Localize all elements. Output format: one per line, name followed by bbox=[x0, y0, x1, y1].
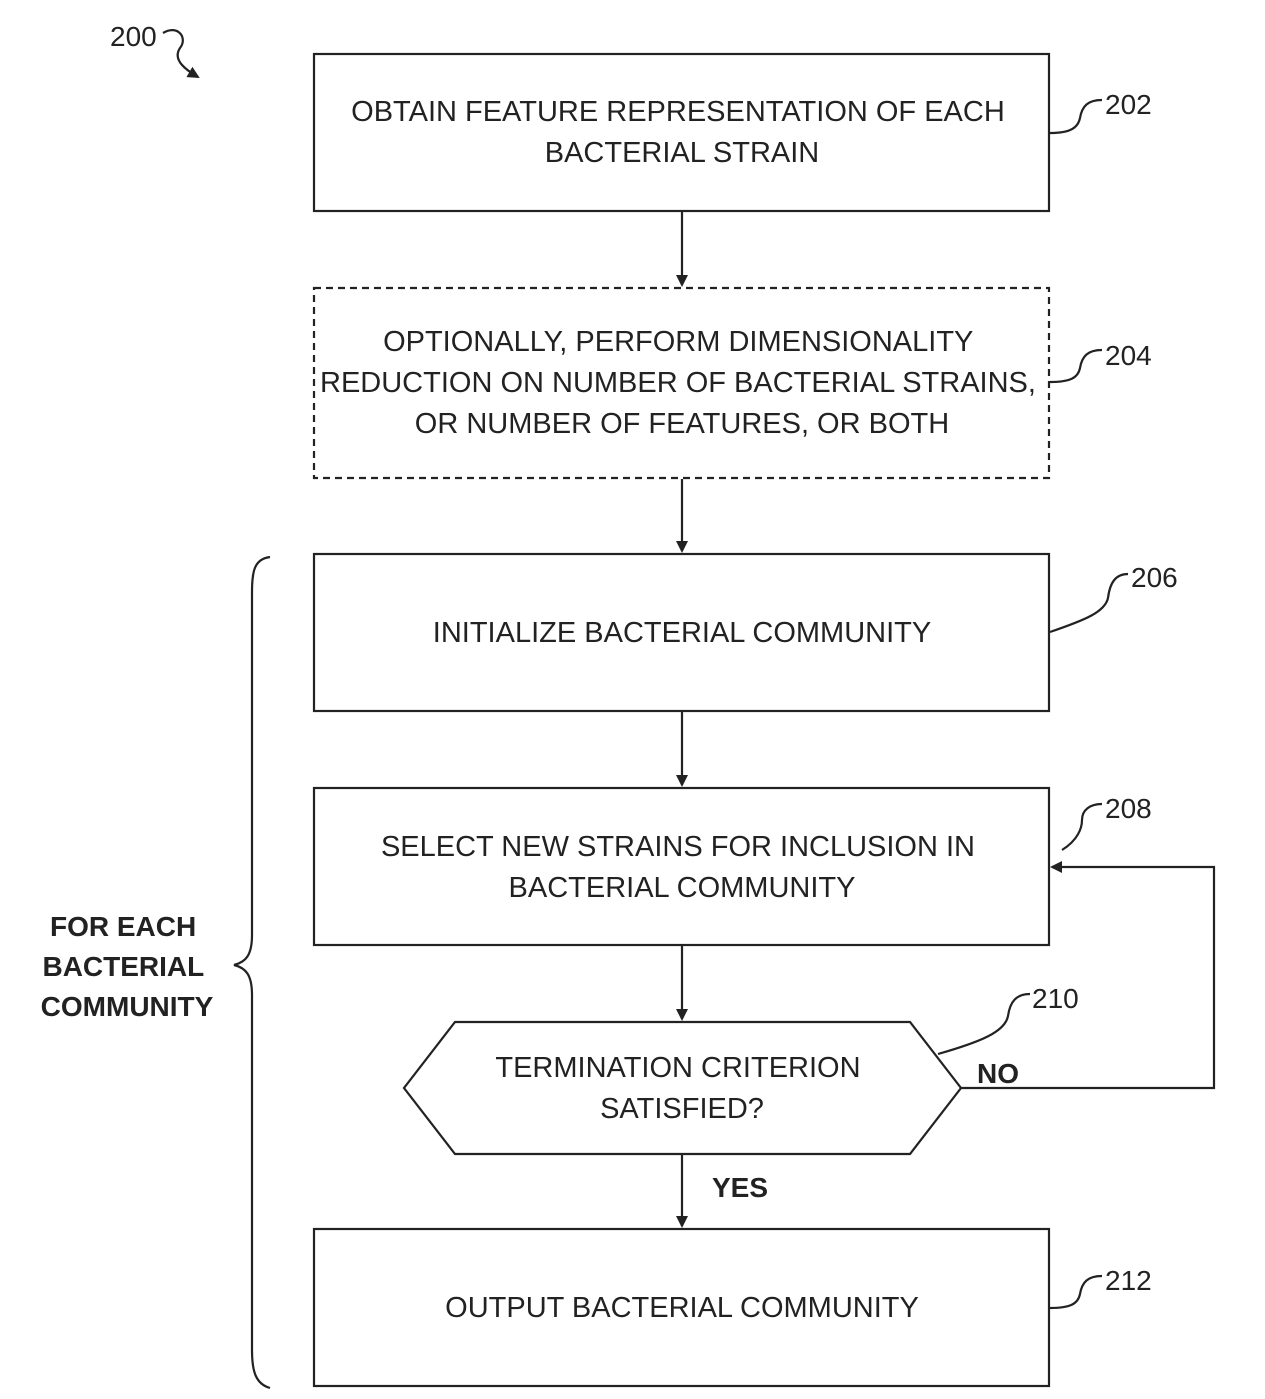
brace-label: FOR EACH BACTERIAL COMMUNITY bbox=[41, 911, 214, 1022]
no-label: NO bbox=[977, 1058, 1019, 1089]
step-202-ref-leader bbox=[1050, 100, 1102, 133]
step-204-ref: 204 bbox=[1105, 340, 1152, 371]
step-208-ref: 208 bbox=[1105, 793, 1152, 824]
step-206-text: INITIALIZE BACTERIAL COMMUNITY bbox=[433, 617, 931, 649]
step-206-ref-leader bbox=[1050, 574, 1128, 632]
figure-ref-squiggle-arrow bbox=[163, 30, 198, 77]
step-204-ref-leader bbox=[1050, 350, 1102, 382]
decision-210-ref-leader bbox=[938, 994, 1030, 1054]
step-212-text: OUTPUT BACTERIAL COMMUNITY bbox=[445, 1292, 919, 1324]
step-208-box bbox=[314, 788, 1049, 945]
step-202-ref: 202 bbox=[1105, 89, 1152, 120]
step-206-ref: 206 bbox=[1131, 562, 1178, 593]
figure-ref-label: 200 bbox=[110, 21, 157, 52]
step-212-ref-leader bbox=[1050, 1276, 1102, 1308]
step-202-box bbox=[314, 54, 1049, 211]
step-204-text: OPTIONALLY, PERFORM DIMENSIONALITY REDUC… bbox=[320, 326, 1044, 440]
step-208-ref-leader bbox=[1062, 804, 1102, 850]
decision-210-hexagon bbox=[404, 1022, 961, 1154]
step-212-ref: 212 bbox=[1105, 1265, 1152, 1296]
yes-label: YES bbox=[712, 1172, 768, 1203]
decision-210-ref: 210 bbox=[1032, 983, 1079, 1014]
for-each-brace bbox=[234, 557, 270, 1388]
